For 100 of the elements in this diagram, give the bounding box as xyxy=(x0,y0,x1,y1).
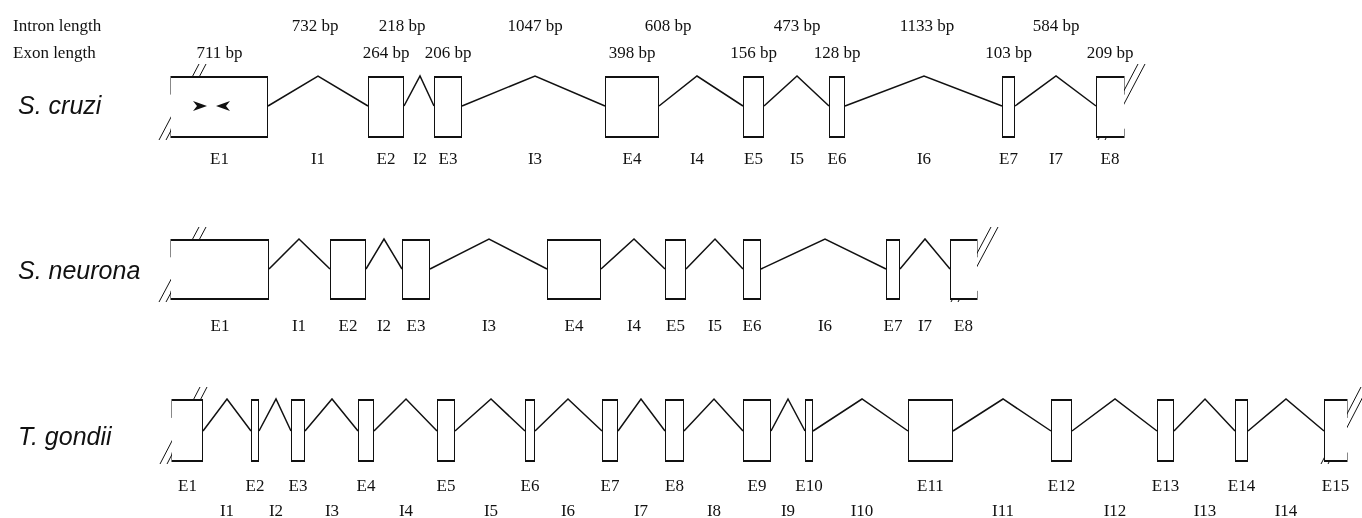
exon-label: E2 xyxy=(245,476,265,494)
exon-box xyxy=(547,239,601,300)
edge-label: I1 xyxy=(310,149,326,167)
length-label: 156 bp xyxy=(730,43,777,61)
length-label: I3 xyxy=(324,501,340,518)
exon-label: E14 xyxy=(1227,476,1256,494)
exon-box xyxy=(1235,399,1248,462)
exon-label: E12 xyxy=(1047,476,1076,494)
exon-box xyxy=(908,399,953,462)
intron-line xyxy=(202,397,252,432)
exon-box xyxy=(358,399,374,462)
exon-label: E10 xyxy=(795,476,823,494)
exon-label: E4 xyxy=(564,316,584,334)
exon-label: E1 xyxy=(178,476,197,494)
exon-box xyxy=(1157,399,1174,462)
edge-label: I7 xyxy=(917,316,933,334)
intron-line xyxy=(267,75,369,107)
exon-box xyxy=(291,399,305,462)
intron-line xyxy=(770,397,806,432)
length-label: I10 xyxy=(850,501,874,518)
edge-label: I5 xyxy=(789,149,805,167)
intron-line xyxy=(658,75,744,107)
length-label: I5 xyxy=(483,501,499,518)
length-label: I7 xyxy=(633,501,649,518)
exon-box xyxy=(1051,399,1072,462)
intron-line xyxy=(952,398,1052,432)
exon-box xyxy=(251,399,259,462)
exon-box xyxy=(1002,76,1015,138)
species-name: S. neurona xyxy=(18,257,141,283)
length-label: 1133 bp xyxy=(899,16,955,34)
exon-box xyxy=(743,399,771,462)
intron-line xyxy=(454,398,526,432)
intron-line xyxy=(1014,75,1097,107)
exon-box xyxy=(950,239,977,300)
exon-label: E6 xyxy=(742,316,762,334)
length-label: 128 bp xyxy=(813,43,861,61)
length-label: I14 xyxy=(1274,501,1298,518)
length-label: 732 bp xyxy=(291,16,339,34)
exon-box xyxy=(1096,76,1124,138)
exon-label: E7 xyxy=(883,316,903,334)
exon-box xyxy=(1324,399,1347,462)
length-label: 584 bp xyxy=(1032,16,1080,34)
intron-line xyxy=(683,397,744,432)
intron-line xyxy=(461,75,606,107)
intron-line xyxy=(268,237,331,270)
exon-box xyxy=(886,239,900,300)
exon-box xyxy=(437,399,455,462)
intron-line xyxy=(1071,398,1158,432)
length-label: I8 xyxy=(706,501,722,518)
intron-line xyxy=(600,237,666,270)
intron-line xyxy=(403,74,435,107)
exon-label: E6 xyxy=(827,149,847,167)
length-label: 264 bp xyxy=(362,43,410,61)
exon-label: E1 xyxy=(210,316,230,334)
edge-label: I5 xyxy=(707,316,723,334)
exon-label: E1 xyxy=(210,149,229,167)
intron-line xyxy=(373,397,438,432)
length-label: I13 xyxy=(1193,501,1217,518)
exon-label: E7 xyxy=(600,476,620,494)
intron-line xyxy=(258,397,292,432)
exon-label: E7 xyxy=(999,149,1018,167)
species-name: T. gondii xyxy=(18,423,112,449)
edge-label: I1 xyxy=(291,316,307,334)
exon-box xyxy=(743,239,761,300)
edge-label: I7 xyxy=(1048,149,1064,167)
exon-label: E8 xyxy=(954,316,973,334)
length-label: 473 bp xyxy=(773,16,821,34)
exon-box xyxy=(172,399,203,462)
length-label: 206 bp xyxy=(424,43,472,61)
exon-box xyxy=(171,76,268,138)
edge-label: I4 xyxy=(689,149,705,167)
length-label: 1047 bp xyxy=(507,16,563,34)
exon-label: E3 xyxy=(406,316,426,334)
edge-label: I3 xyxy=(527,149,543,167)
length-label: 218 bp xyxy=(378,16,426,34)
intron-line xyxy=(1247,398,1325,432)
intron-line xyxy=(365,237,403,270)
exon-label: E3 xyxy=(438,149,458,167)
exon-label: E11 xyxy=(917,476,944,494)
exon-label: E13 xyxy=(1151,476,1180,494)
exon-label: E3 xyxy=(288,476,308,494)
exon-label: E5 xyxy=(744,149,763,167)
edge-label: I2 xyxy=(412,149,428,167)
exon-box xyxy=(805,399,813,462)
intron-line xyxy=(760,238,887,270)
edge-label: I6 xyxy=(916,149,932,167)
exon-box xyxy=(171,239,269,300)
exon-label: E5 xyxy=(666,316,685,334)
row-heading: Intron length xyxy=(13,16,102,34)
exon-box xyxy=(402,239,430,300)
intron-line xyxy=(812,398,909,432)
length-label: I4 xyxy=(398,501,414,518)
edge-label: I6 xyxy=(817,316,833,334)
intron-line xyxy=(1173,397,1236,432)
length-label: 711 bp xyxy=(196,43,243,61)
length-label: I12 xyxy=(1103,501,1127,518)
intron-line xyxy=(844,75,1003,107)
exon-label: E15 xyxy=(1321,476,1350,494)
exon-box xyxy=(605,76,659,138)
intron-line xyxy=(685,237,744,270)
